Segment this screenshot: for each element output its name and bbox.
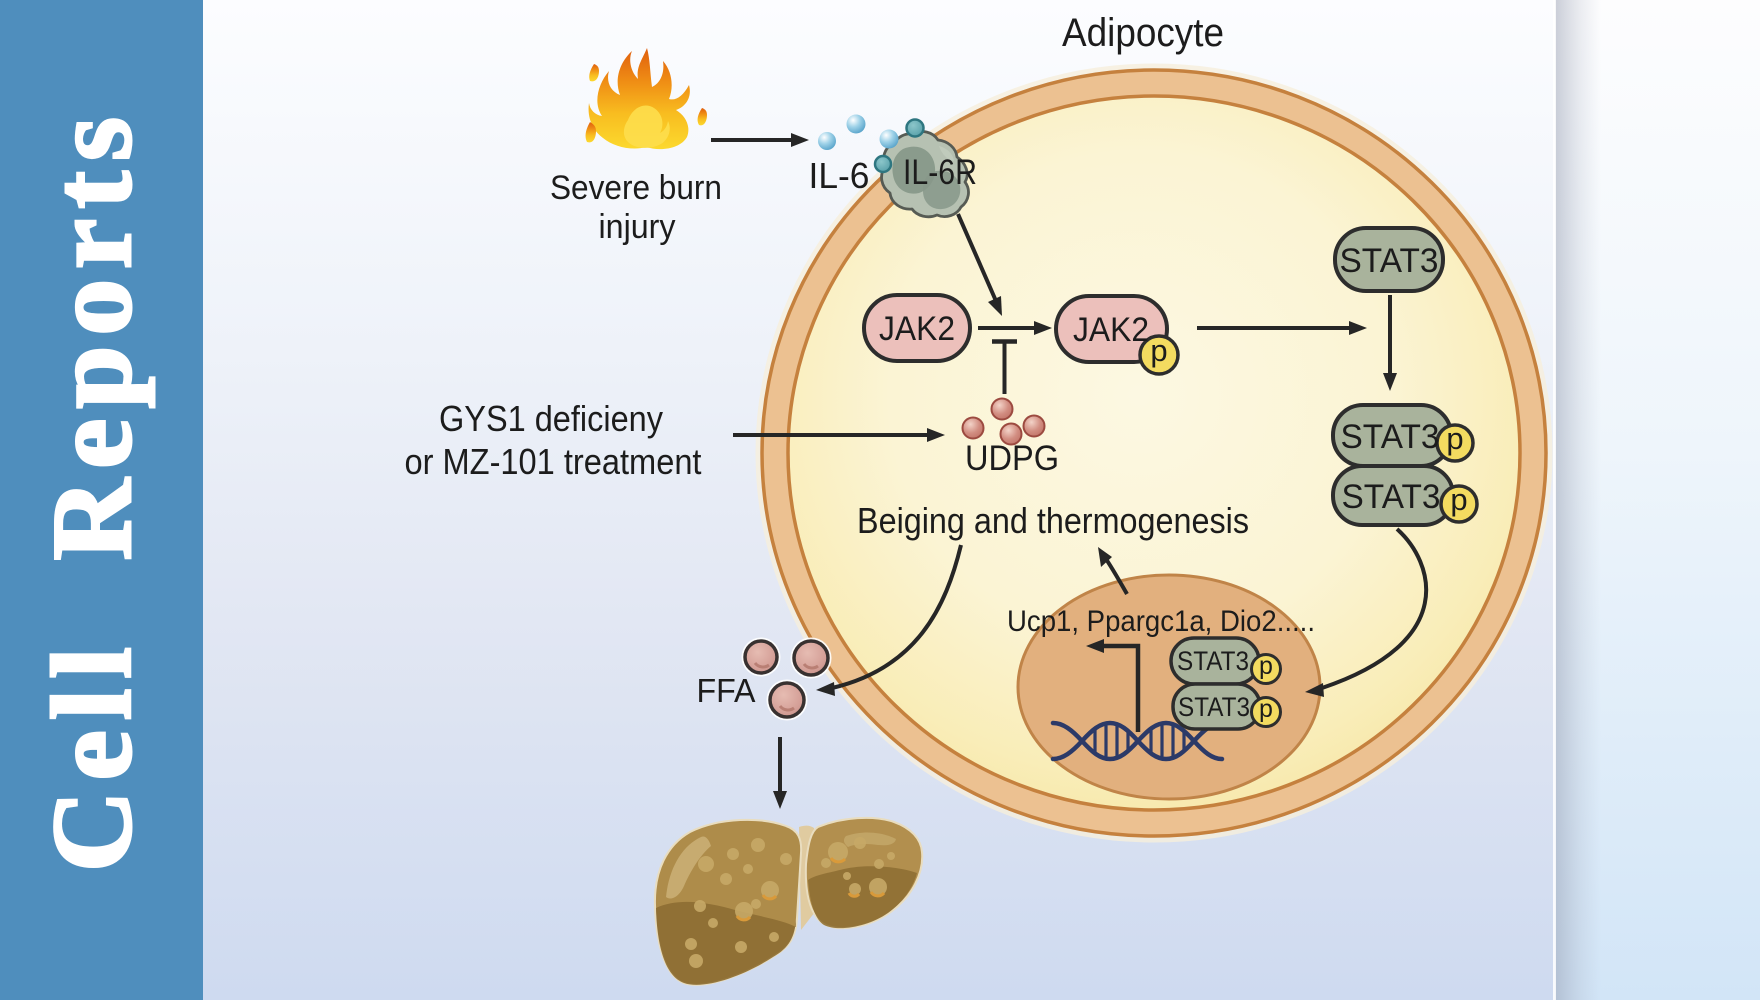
- svg-text:STAT3: STAT3: [1178, 692, 1250, 722]
- svg-text:injury: injury: [599, 208, 676, 246]
- svg-text:p: p: [1259, 652, 1273, 680]
- svg-text:Cell Reports: Cell Reports: [30, 117, 155, 872]
- svg-text:IL-6R: IL-6R: [903, 153, 977, 192]
- svg-text:FFA: FFA: [697, 672, 756, 709]
- svg-text:Ucp1, Ppargc1a, Dio2.....: Ucp1, Ppargc1a, Dio2.....: [1007, 605, 1315, 638]
- svg-text:or MZ-101 treatment: or MZ-101 treatment: [405, 441, 702, 482]
- svg-text:UDPG: UDPG: [965, 439, 1059, 478]
- svg-text:STAT3: STAT3: [1341, 418, 1440, 456]
- svg-text:Severe burn: Severe burn: [550, 169, 722, 207]
- svg-text:p: p: [1446, 421, 1463, 456]
- svg-text:Adipocyte: Adipocyte: [1062, 11, 1224, 55]
- svg-text:STAT3: STAT3: [1342, 478, 1441, 516]
- svg-text:p: p: [1150, 333, 1167, 368]
- svg-text:JAK2: JAK2: [1073, 311, 1149, 349]
- svg-text:STAT3: STAT3: [1177, 646, 1249, 676]
- svg-text:Beiging and thermogenesis: Beiging and thermogenesis: [857, 500, 1249, 541]
- svg-text:p: p: [1450, 482, 1467, 517]
- svg-text:IL-6: IL-6: [809, 155, 870, 196]
- svg-text:GYS1 deficieny: GYS1 deficieny: [439, 398, 663, 439]
- svg-text:p: p: [1259, 695, 1273, 723]
- svg-text:STAT3: STAT3: [1340, 242, 1439, 280]
- svg-text:JAK2: JAK2: [879, 310, 955, 348]
